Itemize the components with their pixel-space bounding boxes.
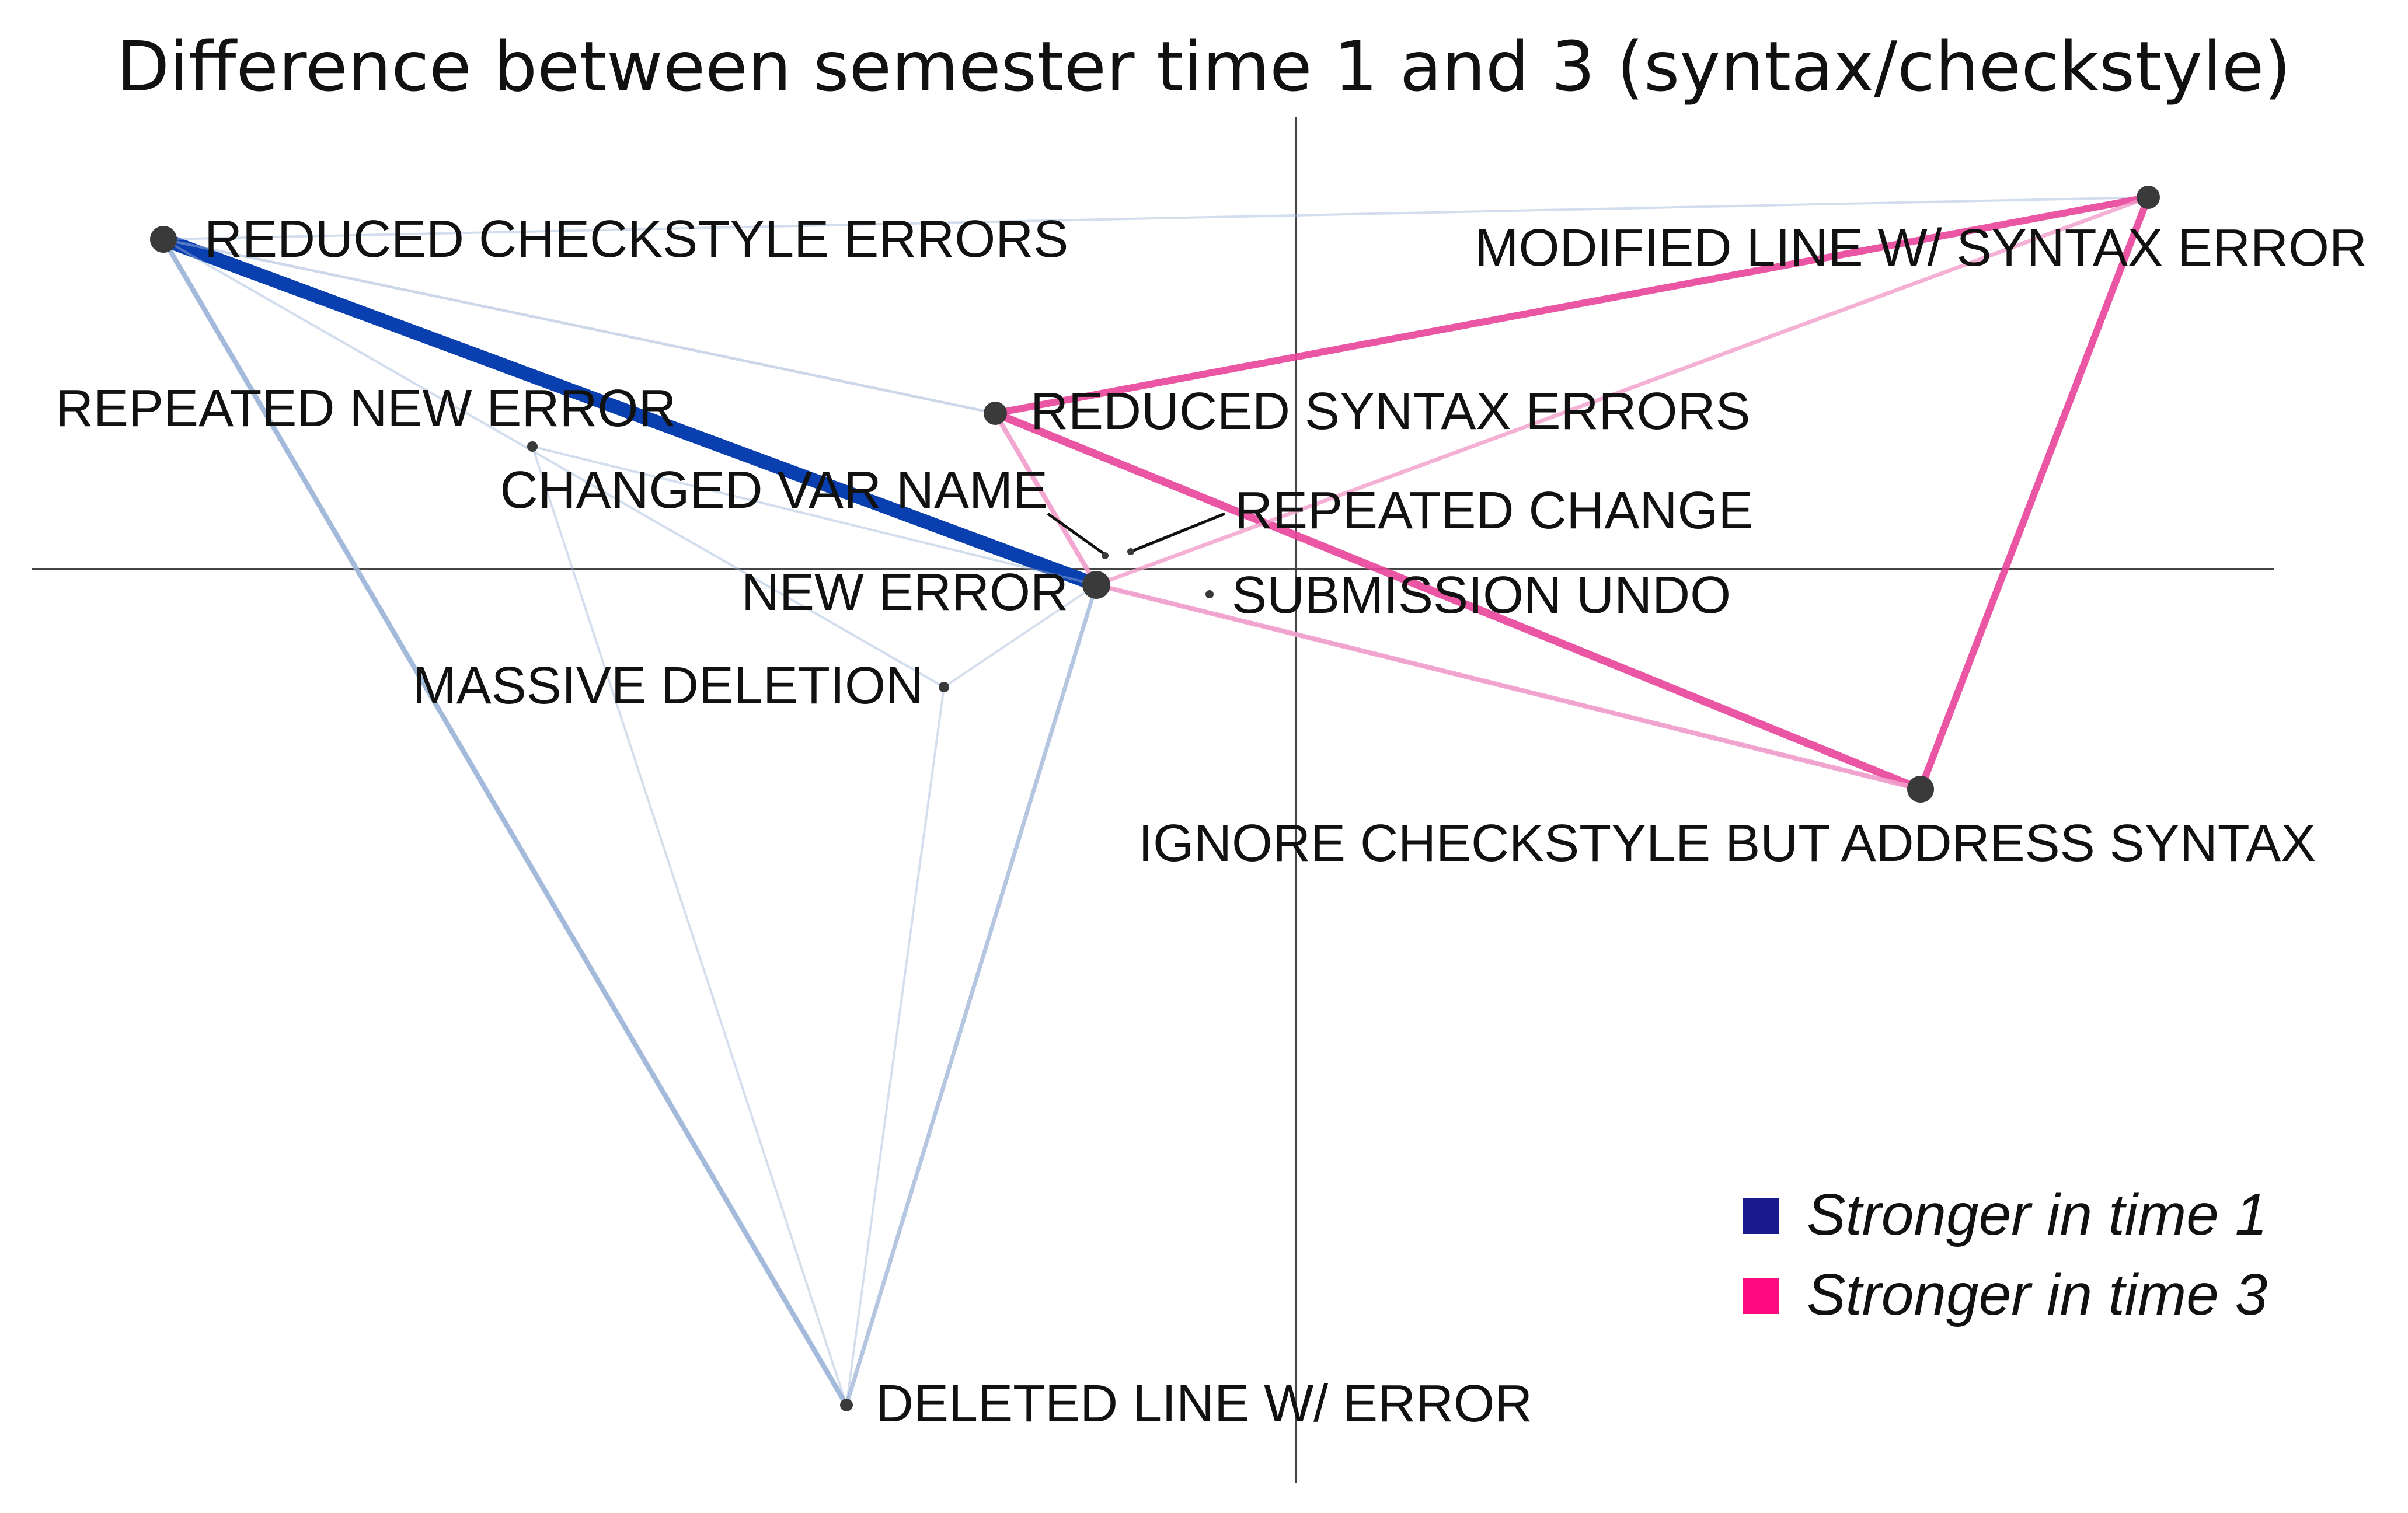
edge-reduced-checkstyle-errors-to-deleted-line-error: [161, 236, 849, 1408]
edge-repeated-new-error-to-new-error: [531, 445, 1097, 586]
node-massive-deletion: [939, 682, 949, 692]
node-submission-undo: [1205, 590, 1214, 598]
node-label-reduced-syntax-errors: REDUCED SYNTAX ERRORS: [1030, 382, 1751, 441]
edge-new-error-to-reduced-syntax-errors: [992, 410, 1099, 588]
node-label-modified-line-syntax-error: MODIFIED LINE W/ SYNTAX ERROR: [1475, 219, 2367, 277]
legend-label-2: Stronger in time 3: [1807, 1262, 2267, 1327]
node-label-massive-deletion: MASSIVE DELETION: [413, 657, 924, 715]
node-modified-line-syntax-error: [2137, 186, 2160, 209]
node-repeated-change: [1127, 548, 1134, 555]
node-reduced-checkstyle-errors: [150, 226, 177, 253]
label-leader-lines: [1047, 512, 1225, 556]
edge-reduced-checkstyle-errors-to-modified-line-syntax-error: [162, 196, 2149, 240]
node-label-deleted-line-error: DELETED LINE W/ ERROR: [876, 1375, 1532, 1433]
edge-new-error-to-deleted-line-error: [844, 583, 1099, 1407]
edge-repeated-new-error-to-deleted-line-error: [531, 445, 848, 1406]
edge-modified-line-syntax-error-to-ignore-checkstyle-address-syntax: [1917, 194, 2152, 793]
node-repeated-new-error: [527, 441, 538, 452]
node-changed-var-name: [1102, 552, 1109, 559]
node-label-ignore-checkstyle-address-syntax: IGNORE CHECKSTYLE BUT ADDRESS SYNTAX: [1138, 814, 2316, 873]
edge-reduced-syntax-errors-to-modified-line-syntax-error: [992, 194, 2152, 417]
edge-reduced-checkstyle-errors-to-massive-deletion: [162, 238, 945, 688]
legend: Stronger in time 1 Stronger in time 3: [1743, 1182, 2267, 1327]
nodes-layer: [150, 186, 2160, 1411]
edge-reduced-checkstyle-errors-to-reduced-syntax-errors: [162, 238, 997, 415]
leader-repeated-change: [1130, 512, 1225, 553]
leader-changed-var-name: [1047, 512, 1106, 556]
node-label-repeated-change: REPEATED CHANGE: [1235, 482, 1754, 540]
node-label-changed-var-name: CHANGED VAR NAME: [500, 461, 1048, 520]
axes: [32, 117, 2274, 1483]
legend-swatch-1: [1743, 1198, 1779, 1234]
node-label-repeated-new-error: REPEATED NEW ERROR: [55, 379, 676, 438]
legend-label-1: Stronger in time 1: [1807, 1182, 2267, 1247]
edge-reduced-syntax-errors-to-ignore-checkstyle-address-syntax: [991, 409, 1925, 793]
edge-new-error-to-modified-line-syntax-error: [1094, 195, 2151, 587]
node-label-new-error: NEW ERROR: [741, 563, 1068, 622]
node-label-submission-undo: SUBMISSION UNDO: [1232, 566, 1731, 625]
edge-massive-deletion-to-new-error: [943, 584, 1097, 688]
edges-layer: [156, 194, 2152, 1408]
legend-swatch-2: [1743, 1278, 1779, 1314]
edge-reduced-checkstyle-errors-to-new-error: [156, 232, 1103, 592]
node-new-error: [1082, 571, 1110, 599]
edge-new-error-to-ignore-checkstyle-address-syntax: [1093, 582, 1923, 792]
edge-massive-deletion-to-deleted-line-error: [845, 686, 945, 1406]
node-labels-layer: REDUCED CHECKSTYLE ERRORS MODIFIED LINE W…: [55, 210, 2367, 1433]
node-deleted-line-error: [840, 1399, 853, 1411]
node-ignore-checkstyle-address-syntax: [1907, 776, 1934, 803]
node-reduced-syntax-errors: [984, 402, 1007, 425]
diagram-title: Difference between semester time 1 and 3…: [116, 26, 2291, 107]
node-label-reduced-checkstyle-errors: REDUCED CHECKSTYLE ERRORS: [204, 210, 1068, 269]
